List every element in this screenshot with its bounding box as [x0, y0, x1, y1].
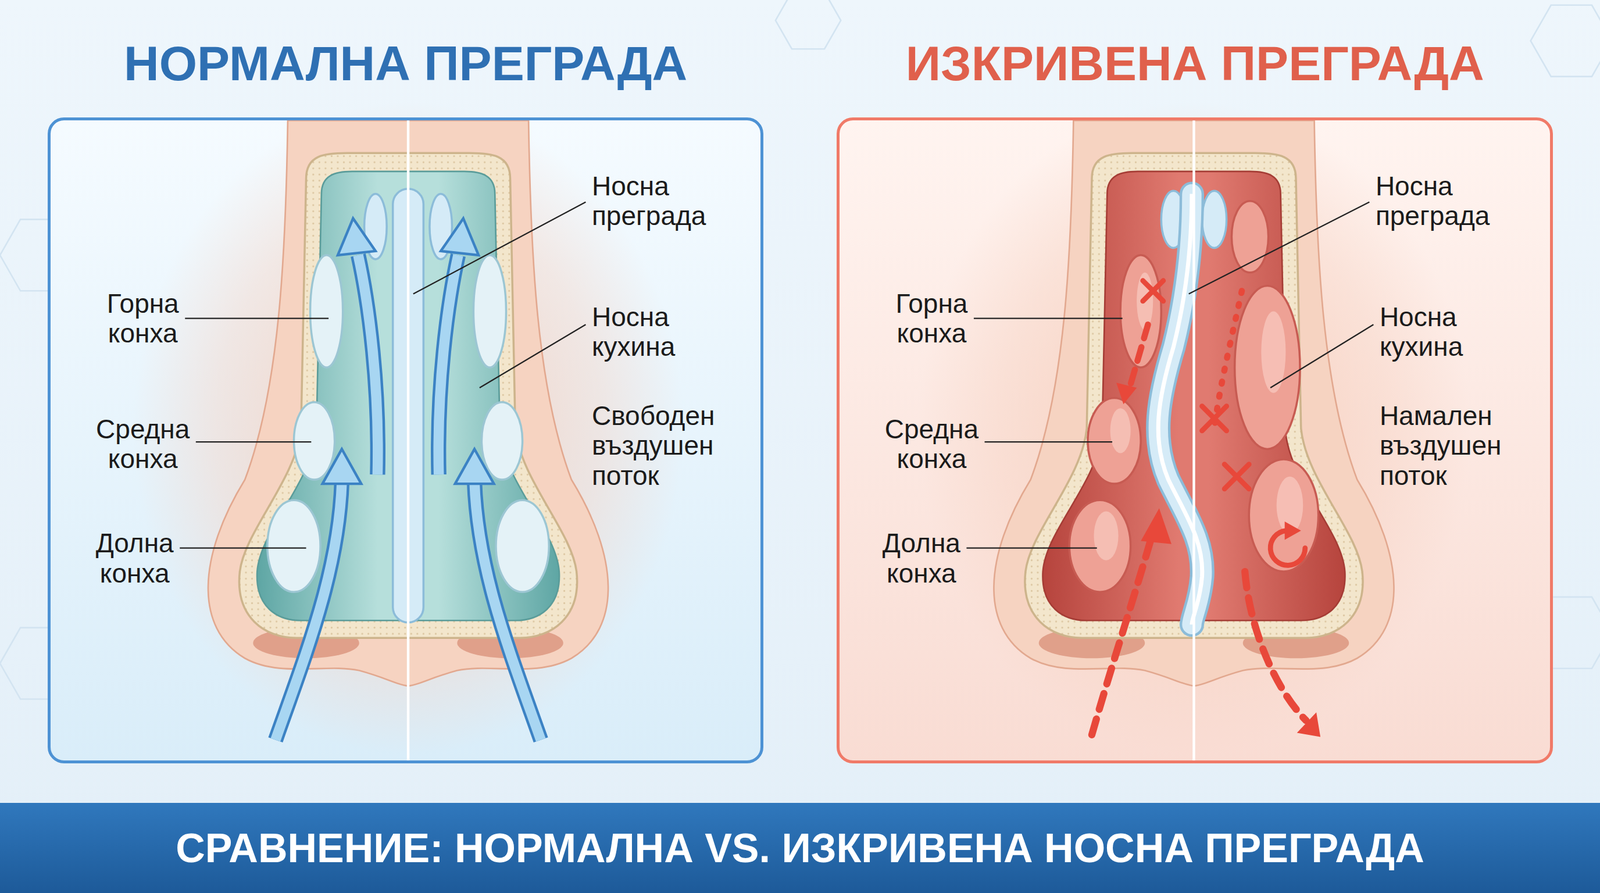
arrow-head — [440, 218, 479, 256]
part-label: Долна конха — [95, 528, 174, 589]
part-label: Средна конха — [95, 414, 190, 475]
dashed-arrow — [1129, 324, 1149, 388]
x-mark — [1224, 464, 1249, 489]
leader-line — [1188, 202, 1370, 295]
middle-concha — [293, 402, 335, 480]
leader-line — [984, 441, 1113, 443]
hexagon — [1530, 5, 1600, 77]
septum-wall — [1158, 194, 1203, 625]
part-label: Намален въздушен поток — [1379, 401, 1502, 492]
arrow-body — [474, 481, 541, 741]
dashed-arrow — [1091, 538, 1152, 735]
arrow-outline — [358, 255, 378, 475]
leader-line — [479, 324, 587, 388]
x-mark — [1202, 406, 1227, 431]
part-label: Горна конха — [895, 288, 968, 349]
panel-heading: НОРМАЛНА ПРЕГРАДА — [15, 38, 795, 88]
leader-line — [1270, 324, 1374, 388]
inferior-concha — [267, 500, 321, 592]
arrow-head — [455, 448, 495, 484]
middle-concha — [481, 402, 523, 480]
superior-concha — [310, 255, 344, 368]
highlight — [1110, 408, 1131, 453]
caption-band: СРАВНЕНИЕ: НОРМАЛНА VS. ИЗКРИВЕНА НОСНА … — [0, 802, 1600, 893]
upper-concha — [1231, 201, 1269, 273]
middle-concha — [1087, 398, 1141, 484]
inferior-concha — [1248, 459, 1319, 572]
leader-line — [966, 547, 1097, 549]
hexagon — [775, 0, 841, 49]
arrow-outline — [275, 481, 342, 741]
septum-outline — [1158, 194, 1203, 625]
x-mark — [1143, 280, 1164, 302]
septum-lobe — [1202, 190, 1227, 248]
dashed-arrow — [1244, 571, 1306, 721]
panel-fill — [47, 117, 763, 764]
inferior-concha — [1069, 500, 1131, 592]
leader-line — [413, 202, 587, 295]
arrow-outline — [474, 481, 541, 741]
part-label: Носна кухина — [591, 302, 675, 363]
part-label: Долна конха — [882, 528, 961, 589]
middle-concha — [1234, 286, 1300, 450]
arrow-outline — [438, 255, 459, 475]
septum-core — [1158, 194, 1203, 625]
part-label: Носна преграда — [591, 171, 706, 232]
panel-fill — [836, 117, 1553, 764]
part-label: Носна преграда — [1375, 171, 1490, 232]
center-line — [1192, 120, 1195, 762]
inferior-concha — [495, 500, 549, 592]
superior-concha — [473, 255, 506, 368]
leader-line — [973, 318, 1123, 320]
part-label: Средна конха — [884, 414, 979, 475]
airflow-arrows — [275, 218, 541, 741]
leader-line — [179, 547, 306, 549]
arrow-head — [1297, 712, 1321, 737]
blocked-airflow — [1091, 280, 1321, 738]
panel-heading: ИЗКРИВЕНА ПРЕГРАДА — [804, 38, 1585, 88]
leader-line — [184, 318, 329, 320]
leader-line — [195, 441, 312, 443]
arrow-head — [1140, 508, 1172, 544]
leader-lines — [179, 202, 1374, 549]
part-label: Свободен въздушен поток — [591, 401, 715, 492]
arrow-head — [1116, 382, 1137, 405]
arrow-head — [337, 218, 376, 256]
arrow-body — [438, 255, 459, 475]
part-label: Горна конха — [106, 288, 180, 349]
arrow-head — [1284, 521, 1302, 541]
arrow-head — [322, 448, 362, 484]
highlight — [1093, 511, 1119, 560]
part-label: Носна кухина — [1379, 302, 1463, 363]
center-line — [406, 120, 410, 762]
arrow-body — [275, 481, 342, 741]
arrow-body — [358, 255, 378, 475]
